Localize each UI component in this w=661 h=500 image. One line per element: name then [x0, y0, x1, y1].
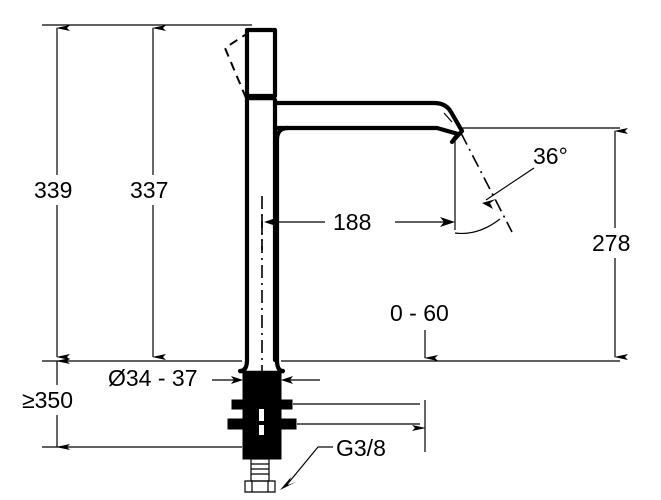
dimension-angle: 36°	[454, 132, 568, 235]
faucet-body	[223, 27, 465, 493]
dimension-337-label: 337	[130, 177, 168, 203]
dimension-188: 188	[261, 133, 456, 250]
handle-motion-indicator	[223, 32, 249, 99]
label-thread-callout: G3/8	[280, 435, 386, 490]
dimension-278-label: 278	[592, 230, 630, 256]
faucet-spout	[272, 100, 465, 363]
faucet-column	[244, 93, 278, 363]
dimension-278: 278	[462, 127, 630, 360]
label-thread-text: G3/8	[336, 435, 386, 461]
dimension-339: 339	[34, 25, 72, 360]
dimension-0-60-label: 0 - 60	[390, 300, 449, 326]
faucet-handle	[244, 27, 278, 101]
dimension-min350: ≥350	[22, 358, 242, 450]
dimension-diameter: Ø34 - 37	[108, 365, 320, 391]
dimension-angle-label: 36°	[533, 143, 568, 169]
dimension-0-60: 0 - 60	[390, 300, 449, 452]
dimension-339-label: 339	[34, 177, 72, 203]
dimension-188-label: 188	[333, 209, 371, 235]
dimension-min350-label: ≥350	[22, 387, 73, 413]
mounting-shank-assembly	[227, 371, 297, 493]
dimension-diameter-label: Ø34 - 37	[108, 365, 198, 391]
dimension-337: 337	[130, 25, 168, 360]
